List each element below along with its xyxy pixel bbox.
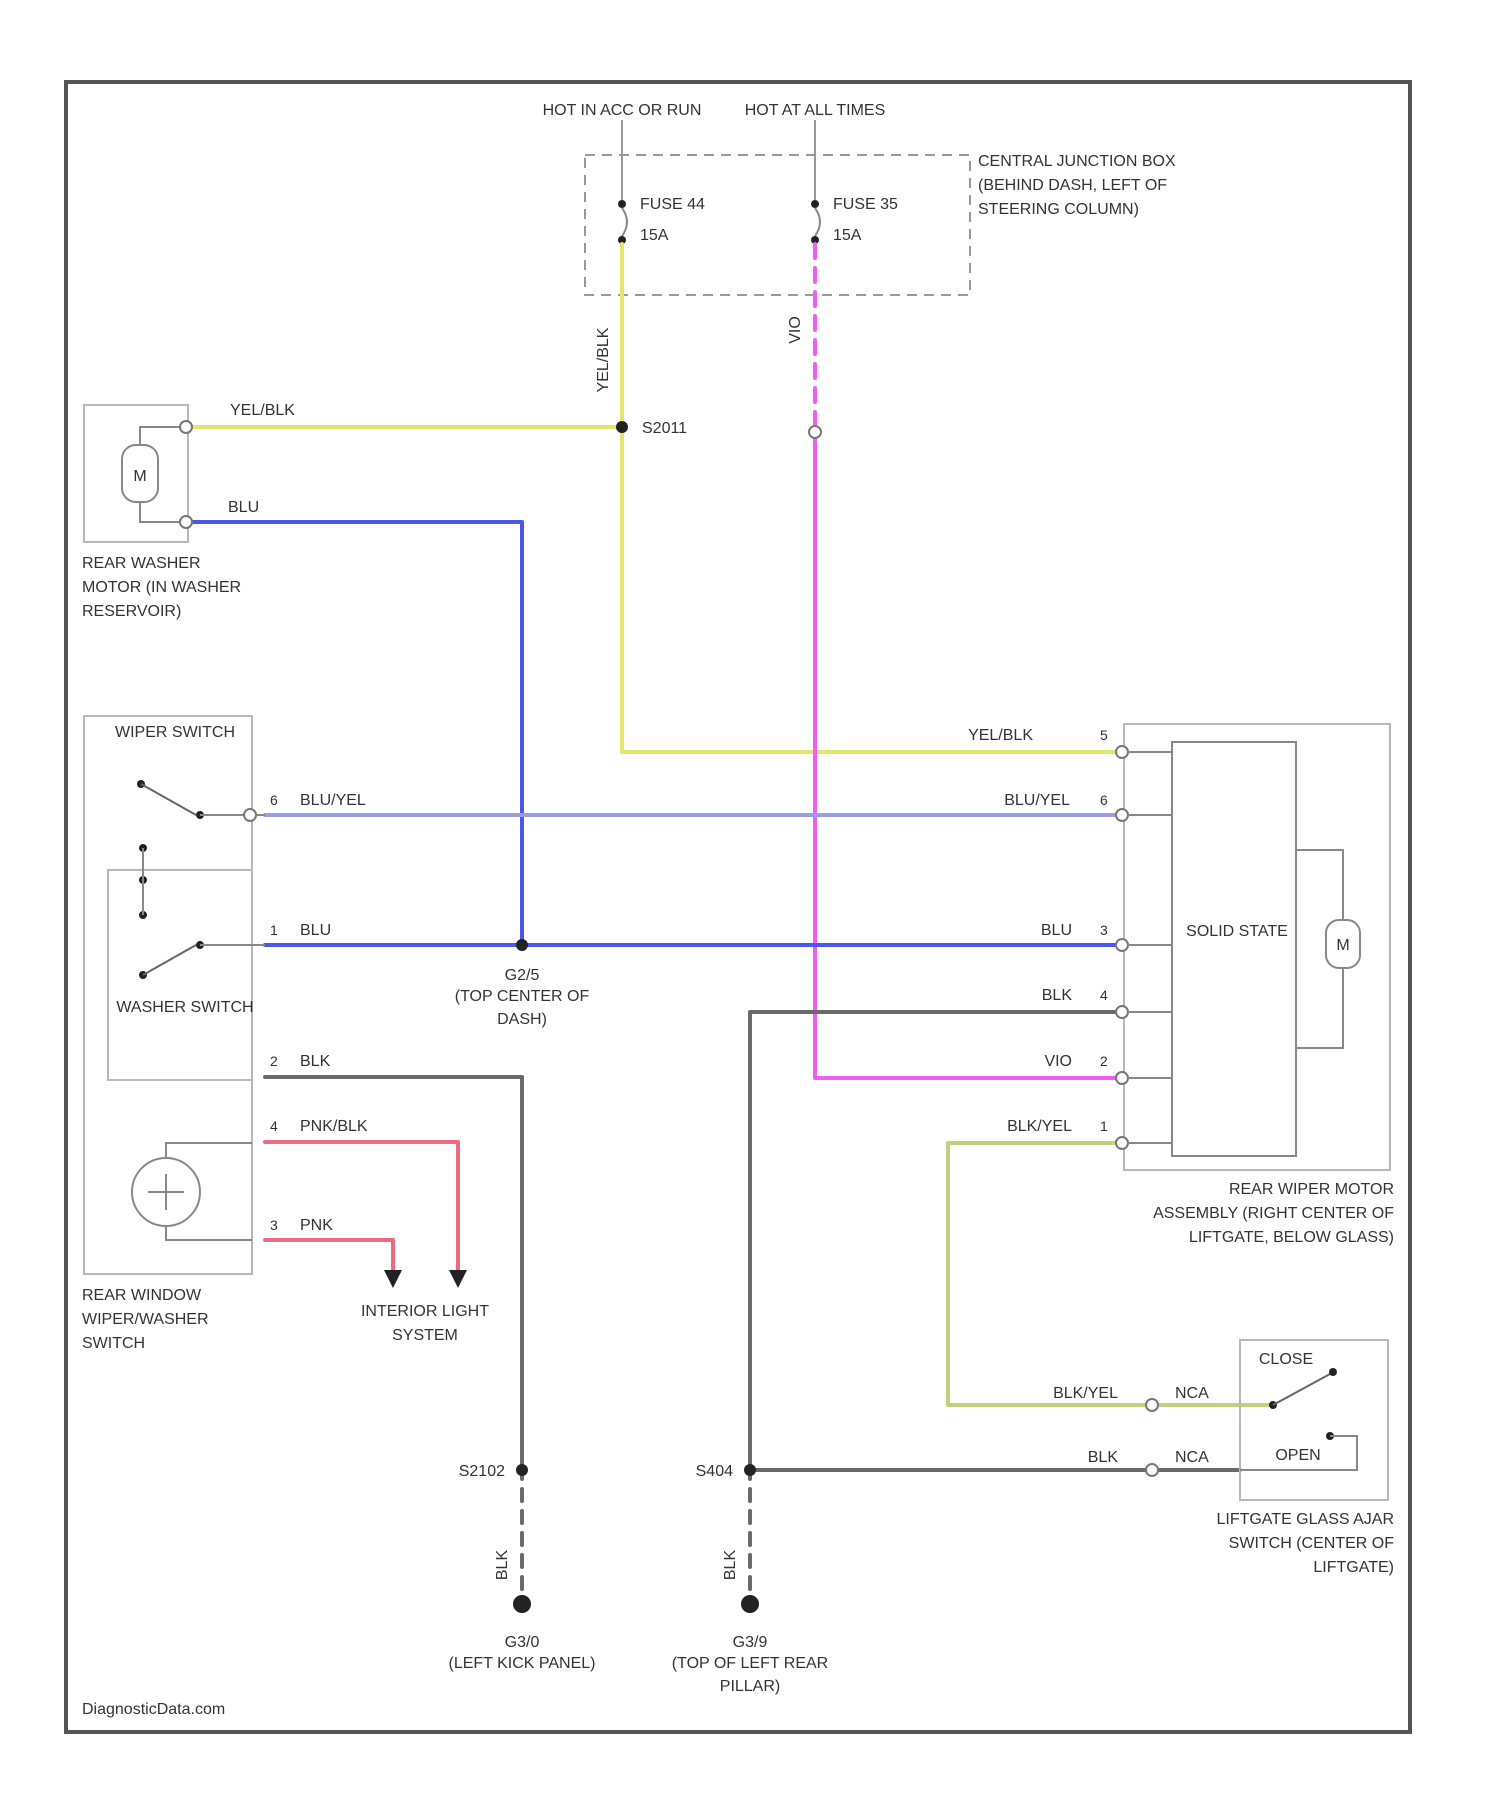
label-vio-vertical: VIO — [787, 316, 804, 344]
label-yel-blk-motor: YEL/BLK — [968, 727, 1033, 744]
splice-s404-label: S404 — [696, 1463, 733, 1480]
rear-switch-label: REAR WINDOW WIPER/WASHER SWITCH — [82, 1284, 302, 1364]
ground-left-location: (LEFT KICK PANEL) — [440, 1652, 604, 1702]
ajar-switch-label: LIFTGATE GLASS AJAR SWITCH (CENTER OF LI… — [1160, 1508, 1394, 1618]
close-label: CLOSE — [1259, 1351, 1313, 1368]
splice-s2011-label: S2011 — [642, 420, 687, 437]
fuse-35: FUSE 35 15A — [811, 196, 898, 244]
wire-yel-blk-trunk — [622, 244, 1115, 752]
splice-s404 — [744, 1464, 756, 1476]
label-blk-ground-right: BLK — [722, 1550, 739, 1581]
motor-pin-5: 5 — [1100, 727, 1108, 743]
label-vio-motor: VIO — [1044, 1053, 1072, 1070]
motor-pin-2: 2 — [1100, 1053, 1108, 1069]
label-blu-motor: BLU — [1041, 922, 1072, 939]
ground-right-icon — [741, 1595, 759, 1613]
wiper-motor-symbol: M — [1336, 937, 1349, 954]
interior-light-label: INTERIOR LIGHT SYSTEM — [350, 1300, 500, 1380]
switch-pin-3: 3 — [270, 1217, 278, 1233]
rear-window-wiper-washer-switch — [84, 716, 265, 1274]
label-blk-ajar: BLK — [1088, 1449, 1119, 1466]
cjb-label: CENTRAL JUNCTION BOX (BEHIND DASH, LEFT … — [978, 150, 1198, 300]
hot-all-times-label: HOT AT ALL TIMES — [745, 102, 886, 119]
label-blu-1: BLU — [228, 499, 259, 516]
ground-left-id: G3/0 — [505, 1634, 540, 1651]
hot-acc-run-label: HOT IN ACC OR RUN — [543, 102, 702, 119]
motor-pin-4: 4 — [1100, 987, 1108, 1003]
label-pnk-blk: PNK/BLK — [300, 1118, 368, 1135]
solid-state-label: SOLID STATE — [1182, 920, 1292, 980]
label-blk-yel-motor: BLK/YEL — [1007, 1118, 1072, 1135]
label-pnk: PNK — [300, 1217, 333, 1234]
splice-s2102 — [516, 1464, 528, 1476]
splice-g2-label: G2/5 — [505, 967, 540, 984]
fuse-35-amp: 15A — [833, 227, 862, 244]
label-yel-blk-vertical: YEL/BLK — [595, 327, 612, 392]
fuse-35-name: FUSE 35 — [833, 196, 898, 213]
splice-dash-location: (TOP CENTER OF DASH) — [440, 985, 604, 1035]
motor-pin-3: 3 — [1100, 922, 1108, 938]
label-blk-yel-ajar: BLK/YEL — [1053, 1385, 1118, 1402]
label-blk-switch: BLK — [300, 1053, 331, 1070]
fuse-44-amp: 15A — [640, 227, 669, 244]
washer-motor-symbol: M — [133, 468, 146, 485]
wiper-motor-label: REAR WIPER MOTOR ASSEMBLY (RIGHT CENTER … — [1150, 1178, 1394, 1308]
label-nca-1: NCA — [1175, 1385, 1209, 1402]
ground-right-id: G3/9 — [733, 1634, 768, 1651]
switch-pin-2: 2 — [270, 1053, 278, 1069]
label-yel-blk-1: YEL/BLK — [230, 402, 295, 419]
rear-washer-motor: M — [84, 405, 192, 542]
open-label: OPEN — [1275, 1447, 1320, 1464]
motor-pin-1: 1 — [1100, 1118, 1108, 1134]
label-blu-switch: BLU — [300, 922, 331, 939]
splice-g2 — [516, 939, 528, 951]
diagram-frame — [66, 82, 1410, 1732]
wire-pnk-blk — [265, 1142, 458, 1270]
motor-pin-6: 6 — [1100, 792, 1108, 808]
wire-pnk — [265, 1240, 393, 1270]
vio-connector — [809, 426, 821, 438]
central-junction-box — [585, 155, 970, 295]
interior-light-arrows — [384, 1270, 467, 1288]
footer-credit: DiagnosticData.com — [82, 1701, 225, 1718]
label-nca-2: NCA — [1175, 1449, 1209, 1466]
ground-right-location: (TOP OF LEFT REAR PILLAR) — [660, 1652, 840, 1702]
washer-switch-label: WASHER SWITCH — [116, 999, 253, 1016]
label-blu-yel-motor: BLU/YEL — [1004, 792, 1070, 809]
splice-s2102-label: S2102 — [459, 1463, 505, 1480]
switch-pin-4: 4 — [270, 1118, 278, 1134]
fuse-44-name: FUSE 44 — [640, 196, 705, 213]
switch-pin-1: 1 — [270, 922, 278, 938]
label-blk-ground-left: BLK — [494, 1550, 511, 1581]
wiper-switch-label: WIPER SWITCH — [115, 724, 235, 741]
fuse-44: FUSE 44 15A — [618, 196, 705, 244]
ground-left-icon — [513, 1595, 531, 1613]
splice-s2011 — [616, 421, 628, 433]
washer-motor-label: REAR WASHER MOTOR (IN WASHER RESERVOIR) — [82, 552, 282, 652]
label-blu-yel-switch: BLU/YEL — [300, 792, 366, 809]
label-blk-motor: BLK — [1042, 987, 1073, 1004]
switch-pin-6: 6 — [270, 792, 278, 808]
